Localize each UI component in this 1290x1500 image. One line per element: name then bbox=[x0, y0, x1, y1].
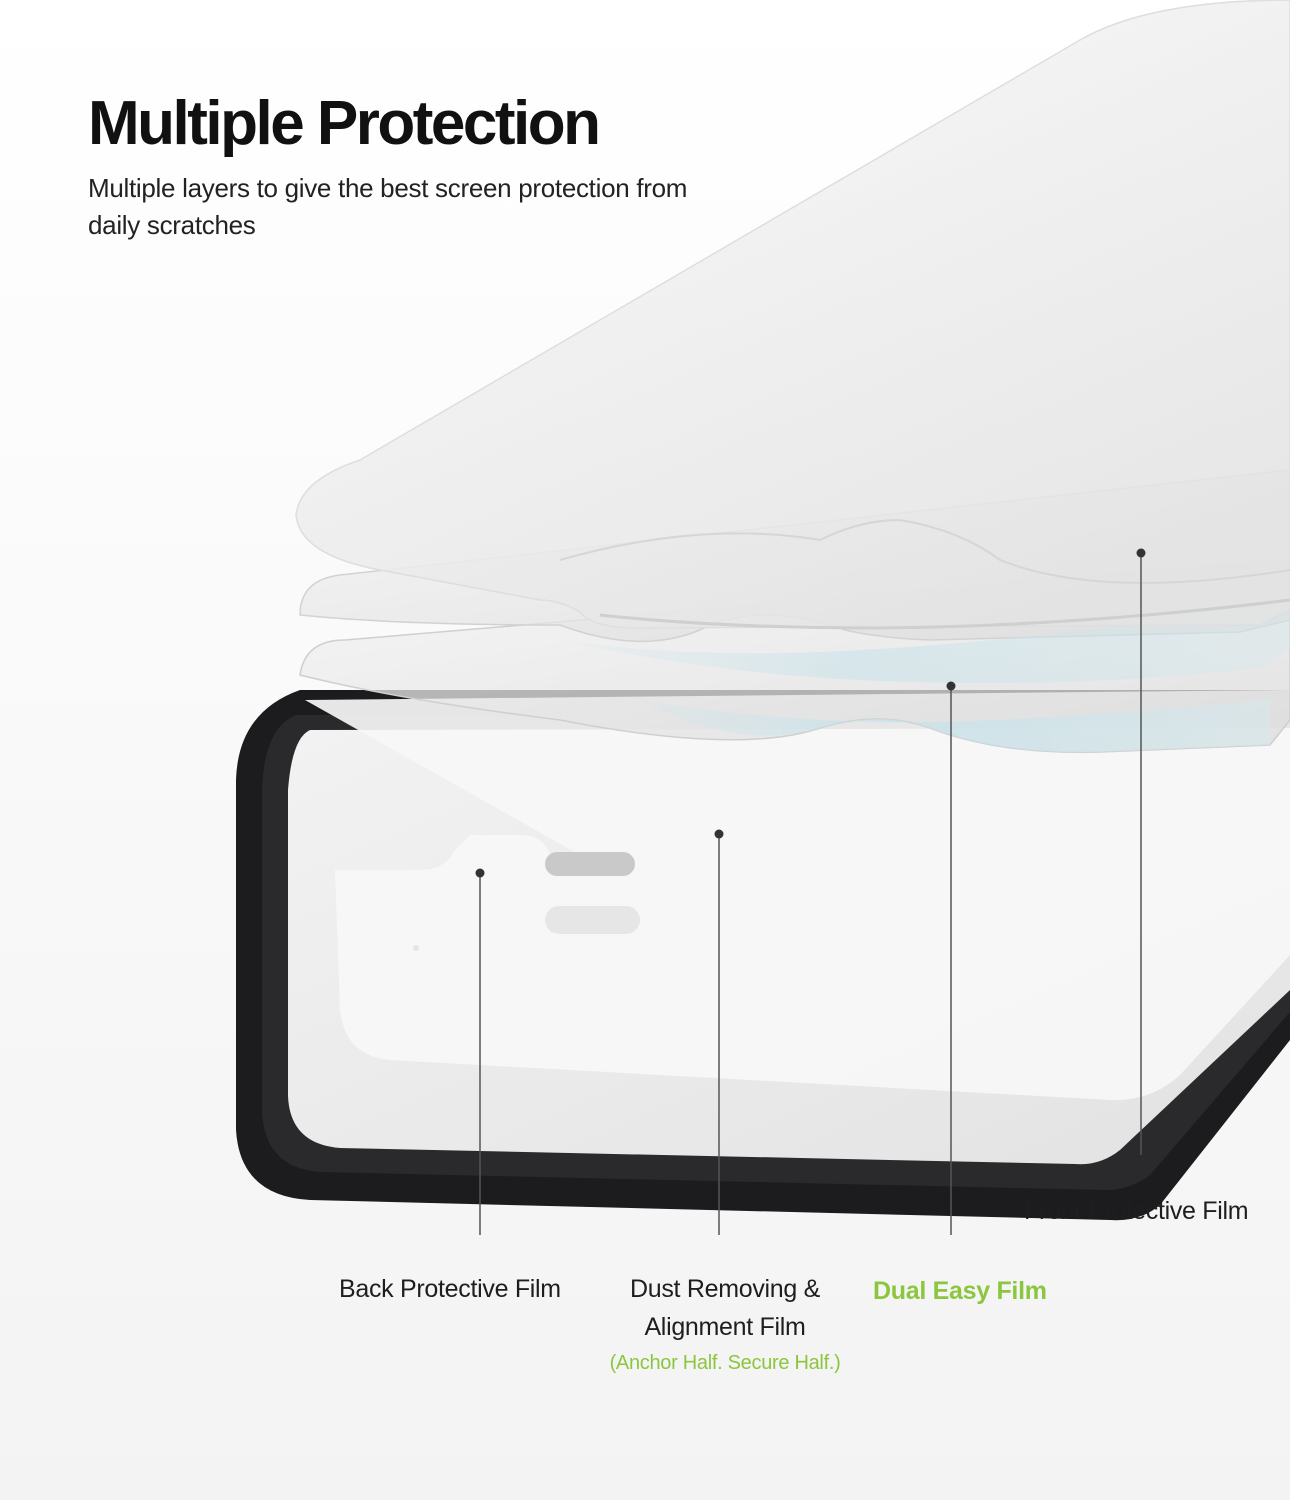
label-dust-note: (Anchor Half. Secure Half.) bbox=[609, 1352, 841, 1374]
label-front-protective-film: Front Protective Film bbox=[1024, 1197, 1249, 1225]
callout-dot-back bbox=[475, 868, 485, 878]
page-title: Multiple Protection bbox=[88, 89, 601, 158]
film-curl bbox=[559, 518, 1290, 584]
blue-tint bbox=[640, 700, 1270, 753]
label-dust-line1: Dust Removing & bbox=[629, 1275, 821, 1303]
film-edge bbox=[599, 598, 1290, 630]
callout-dot-dual bbox=[946, 681, 956, 691]
front-film-layer bbox=[295, 0, 1290, 629]
callout-dot-dust bbox=[714, 829, 724, 839]
page-subtitle: Multiple layers to give the best screen … bbox=[88, 173, 688, 240]
dual-tint bbox=[560, 600, 1290, 684]
speaker-mask bbox=[545, 852, 635, 876]
label-dual-easy-film: Dual Easy Film bbox=[873, 1277, 1047, 1305]
label-dust-line2: Alignment Film bbox=[644, 1313, 806, 1341]
label-back-protective-film: Back Protective Film bbox=[339, 1275, 561, 1303]
label-dust-removing-film: Dust Removing & Alignment Film bbox=[560, 1270, 890, 1346]
back-film-layer bbox=[305, 690, 1290, 1101]
callout-dot-front bbox=[1136, 548, 1146, 558]
